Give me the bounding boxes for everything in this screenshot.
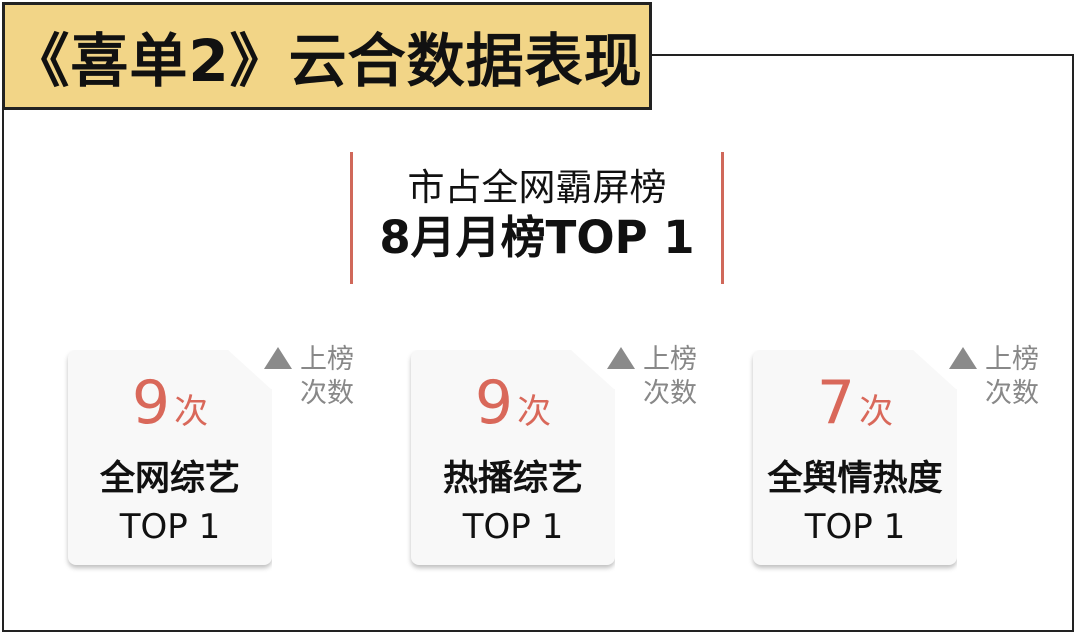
card-title: 全舆情热度 <box>767 459 943 499</box>
rank-count-note: 上榜次数 <box>949 343 1039 411</box>
count-value: 9 <box>131 368 171 438</box>
count-unit: 次 <box>859 392 894 432</box>
note-line: 次数 <box>985 378 1039 409</box>
triangle-up-icon <box>949 347 977 369</box>
card-title: 全网综艺 <box>99 459 240 499</box>
headline-block: 市占全网霸屏榜 8月月榜TOP 1 <box>350 152 724 284</box>
headline-main: 8月月榜TOP 1 <box>379 211 695 264</box>
headline-subtitle: 市占全网霸屏榜 <box>407 166 667 209</box>
page-title: 《喜单2》云合数据表现 <box>2 2 652 110</box>
count-value: 7 <box>816 368 856 438</box>
triangle-up-icon <box>607 347 635 369</box>
rank-count-note: 上榜次数 <box>607 343 697 411</box>
card-rank: TOP 1 <box>804 507 906 547</box>
note-line: 次数 <box>300 378 354 409</box>
count-unit: 次 <box>517 392 552 432</box>
card-rank: TOP 1 <box>119 507 221 547</box>
triangle-up-icon <box>264 347 292 369</box>
note-line: 上榜 <box>643 344 697 375</box>
rank-count-note: 上榜次数 <box>264 343 354 411</box>
note-line: 次数 <box>643 378 697 409</box>
note-line: 上榜 <box>300 344 354 375</box>
count-value: 9 <box>474 368 514 438</box>
card-rank: TOP 1 <box>462 507 564 547</box>
count-unit: 次 <box>174 392 209 432</box>
note-line: 上榜 <box>985 344 1039 375</box>
card-title: 热播综艺 <box>442 459 583 499</box>
